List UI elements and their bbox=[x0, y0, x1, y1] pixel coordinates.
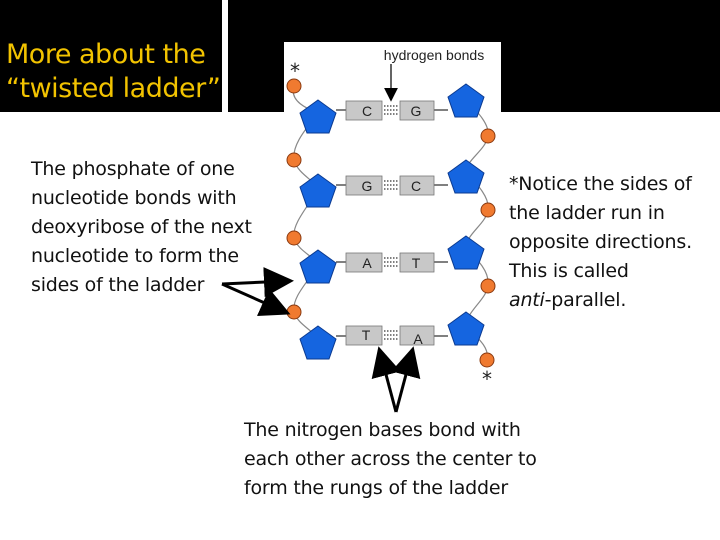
note-line: each other across the center to bbox=[244, 448, 537, 470]
note-line: nucleotide bonds with bbox=[31, 187, 237, 209]
note-line: opposite directions. bbox=[509, 231, 692, 253]
base-label: T bbox=[362, 327, 371, 343]
note-line: form the rungs of the ladder bbox=[244, 477, 508, 499]
note-line: The nitrogen bases bond with bbox=[244, 419, 521, 441]
base-label: G bbox=[411, 103, 422, 119]
base-label: C bbox=[411, 178, 421, 194]
deoxyribose-sugar bbox=[447, 311, 485, 346]
base-label: C bbox=[362, 103, 372, 119]
phosphate-note: The phosphate of one nucleotide bonds wi… bbox=[31, 155, 252, 300]
nitrogen-bases-note: The nitrogen bases bond with each other … bbox=[244, 416, 537, 503]
deoxyribose-sugar bbox=[299, 99, 337, 134]
title-line-1: More about the bbox=[6, 39, 206, 70]
asterisk-top: * bbox=[290, 59, 300, 83]
note-line-last: anti-parallel. bbox=[509, 286, 692, 315]
deoxyribose-sugar bbox=[299, 249, 337, 284]
note-line: the ladder run in bbox=[509, 202, 665, 224]
base-label: G bbox=[362, 178, 373, 194]
base-pair-1: C G bbox=[336, 100, 448, 121]
phosphate bbox=[286, 304, 302, 320]
deoxyribose-sugar bbox=[447, 83, 485, 118]
top-strip bbox=[284, 0, 501, 42]
title-line-2: “twisted ladder” bbox=[6, 73, 221, 104]
deoxyribose-sugar bbox=[299, 325, 337, 360]
phosphate bbox=[480, 128, 496, 144]
top-right-panel bbox=[501, 0, 720, 112]
base-pair-3: A T bbox=[336, 252, 448, 273]
note-line: deoxyribose of the next bbox=[31, 216, 252, 238]
slide-title: More about the “twisted ladder” bbox=[6, 38, 221, 106]
bottom-note-arrow-left bbox=[371, 346, 401, 413]
anti-italic: anti bbox=[509, 289, 545, 311]
deoxyribose-sugar bbox=[299, 173, 337, 208]
top-left-panel bbox=[228, 0, 284, 112]
base-pair-4: T A bbox=[336, 325, 448, 347]
phosphate bbox=[479, 352, 495, 368]
note-line: sides of the ladder bbox=[31, 274, 205, 296]
hydrogen-bonds-label: hydrogen bonds bbox=[384, 47, 484, 63]
left-note-arrow-upper bbox=[221, 267, 294, 298]
left-note-arrow-lower bbox=[221, 282, 291, 316]
note-line: The phosphate of one bbox=[31, 158, 235, 180]
base-pair-2: G C bbox=[336, 175, 448, 196]
phosphate bbox=[286, 152, 302, 168]
deoxyribose-sugar bbox=[447, 235, 485, 270]
phosphate bbox=[286, 78, 302, 94]
phosphate bbox=[480, 278, 496, 294]
asterisk-bottom: * bbox=[482, 367, 492, 391]
phosphate bbox=[286, 230, 302, 246]
parallel-text: -parallel. bbox=[544, 289, 627, 311]
deoxyribose-sugar bbox=[447, 159, 485, 194]
antiparallel-note: *Notice the sides of the ladder run in o… bbox=[509, 170, 692, 315]
phosphate bbox=[480, 202, 496, 218]
base-label: A bbox=[362, 255, 372, 271]
base-label: A bbox=[413, 331, 423, 347]
title-panel bbox=[0, 0, 222, 112]
note-line: nucleotide to form the bbox=[31, 245, 239, 267]
bottom-note-arrow-right bbox=[391, 346, 421, 413]
base-label: T bbox=[412, 255, 421, 271]
note-line: This is called bbox=[509, 260, 629, 282]
note-line: *Notice the sides of bbox=[509, 173, 692, 195]
